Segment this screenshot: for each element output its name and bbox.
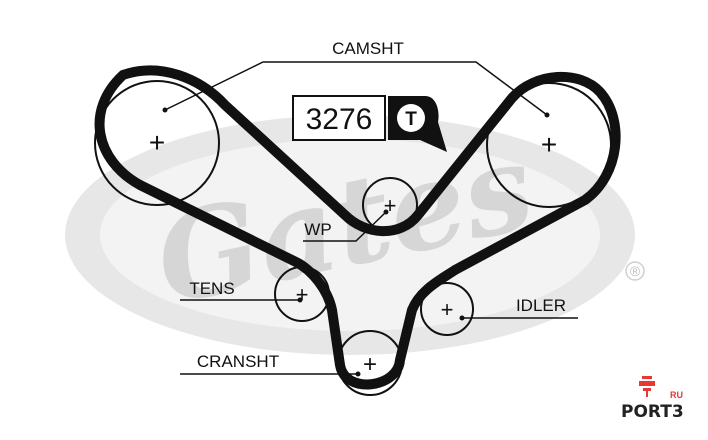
water-pump-leader [303, 211, 387, 242]
idler-label: IDLER [516, 296, 566, 315]
part-code-badge-circle [397, 104, 425, 132]
part-code-text: 3276 [306, 103, 373, 136]
timing-belt [94, 65, 621, 390]
watermark-registered-ring [625, 261, 645, 281]
crankshaft-label: CRANSHT [197, 352, 279, 371]
crankshaft-pulley: + [337, 330, 403, 396]
gates-watermark: Gates ® [65, 115, 645, 355]
watermark-ellipse-inner [100, 139, 600, 331]
pulley-center-mark: + [149, 127, 165, 158]
idler-pulley: + [420, 282, 474, 336]
piston-icon [639, 376, 655, 397]
part-code-callout: 3276 T [292, 95, 447, 152]
leader-dots [162, 107, 550, 377]
tensioner-label: TENS [189, 279, 234, 298]
pulley-center-mark: + [541, 129, 557, 160]
part-code-badge-letter: T [405, 109, 417, 130]
pulley-center-mark: + [441, 297, 454, 322]
water-pump-label: WP [304, 220, 331, 239]
port3-logo: PORT3 RU [621, 376, 684, 422]
leader-lines [164, 61, 578, 375]
camshaft-pulley-left: + [94, 80, 220, 206]
camshaft-pulley-right: + [486, 82, 612, 208]
watermark-registered-mark: ® [630, 263, 641, 279]
logo-suffix: RU [670, 390, 683, 400]
camshaft-label: CAMSHT [332, 39, 404, 58]
pulley-center-mark: + [296, 282, 309, 307]
pulley-center-mark: + [363, 351, 377, 378]
camshaft-leader [164, 61, 548, 116]
part-code-box [292, 95, 386, 141]
logo-text: PORT3 [621, 402, 684, 422]
